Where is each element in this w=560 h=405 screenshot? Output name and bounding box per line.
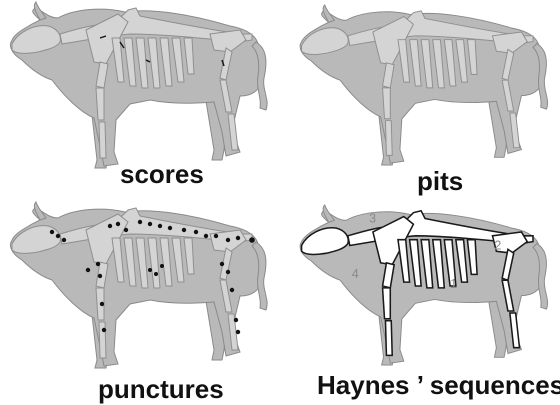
bison-illustration: 1 2 3 4 bbox=[290, 200, 560, 370]
puncture-mark bbox=[226, 238, 230, 242]
panel-scores: scores bbox=[0, 0, 280, 200]
puncture-mark bbox=[86, 268, 90, 272]
sequence-number-3: 3 bbox=[369, 211, 376, 225]
puncture-mark bbox=[236, 236, 240, 240]
puncture-mark bbox=[214, 234, 218, 238]
puncture-mark bbox=[158, 224, 162, 228]
puncture-mark bbox=[116, 222, 120, 226]
puncture-mark bbox=[102, 328, 106, 332]
puncture-mark bbox=[168, 226, 172, 230]
panel-label-pits: pits bbox=[417, 166, 463, 197]
puncture-mark bbox=[50, 230, 54, 234]
panel-label-scores: scores bbox=[120, 159, 204, 190]
puncture-mark bbox=[124, 228, 128, 232]
bison-illustration bbox=[0, 200, 280, 370]
puncture-mark bbox=[138, 220, 142, 224]
puncture-mark bbox=[236, 330, 240, 334]
sequence-number-4: 4 bbox=[352, 267, 359, 281]
sequence-number-1: 1 bbox=[450, 277, 457, 291]
bison-illustration bbox=[290, 0, 560, 170]
puncture-mark bbox=[194, 230, 198, 234]
puncture-mark bbox=[148, 268, 152, 272]
bison-illustration bbox=[0, 0, 280, 170]
panel-punctures: punctures bbox=[0, 200, 280, 400]
puncture-mark bbox=[62, 238, 66, 242]
panel-pits: pits bbox=[290, 0, 560, 200]
puncture-mark bbox=[56, 234, 60, 238]
puncture-mark bbox=[100, 302, 104, 306]
puncture-mark bbox=[230, 288, 234, 292]
panel-label-punctures: punctures bbox=[98, 374, 224, 405]
puncture-mark bbox=[204, 234, 208, 238]
puncture-mark bbox=[108, 224, 112, 228]
panel-label-haynes: Haynes ’ sequences bbox=[317, 370, 560, 401]
puncture-mark bbox=[182, 228, 186, 232]
puncture-mark bbox=[98, 274, 102, 278]
puncture-mark bbox=[148, 222, 152, 226]
puncture-mark bbox=[96, 262, 100, 266]
puncture-mark bbox=[226, 270, 230, 274]
puncture-mark bbox=[160, 264, 164, 268]
puncture-mark bbox=[220, 262, 224, 266]
panel-haynes: 1 2 3 4 Haynes ’ sequences bbox=[290, 200, 560, 400]
puncture-mark bbox=[249, 237, 255, 243]
puncture-mark bbox=[154, 272, 158, 276]
sequence-number-2: 2 bbox=[494, 238, 501, 252]
puncture-mark bbox=[234, 318, 238, 322]
